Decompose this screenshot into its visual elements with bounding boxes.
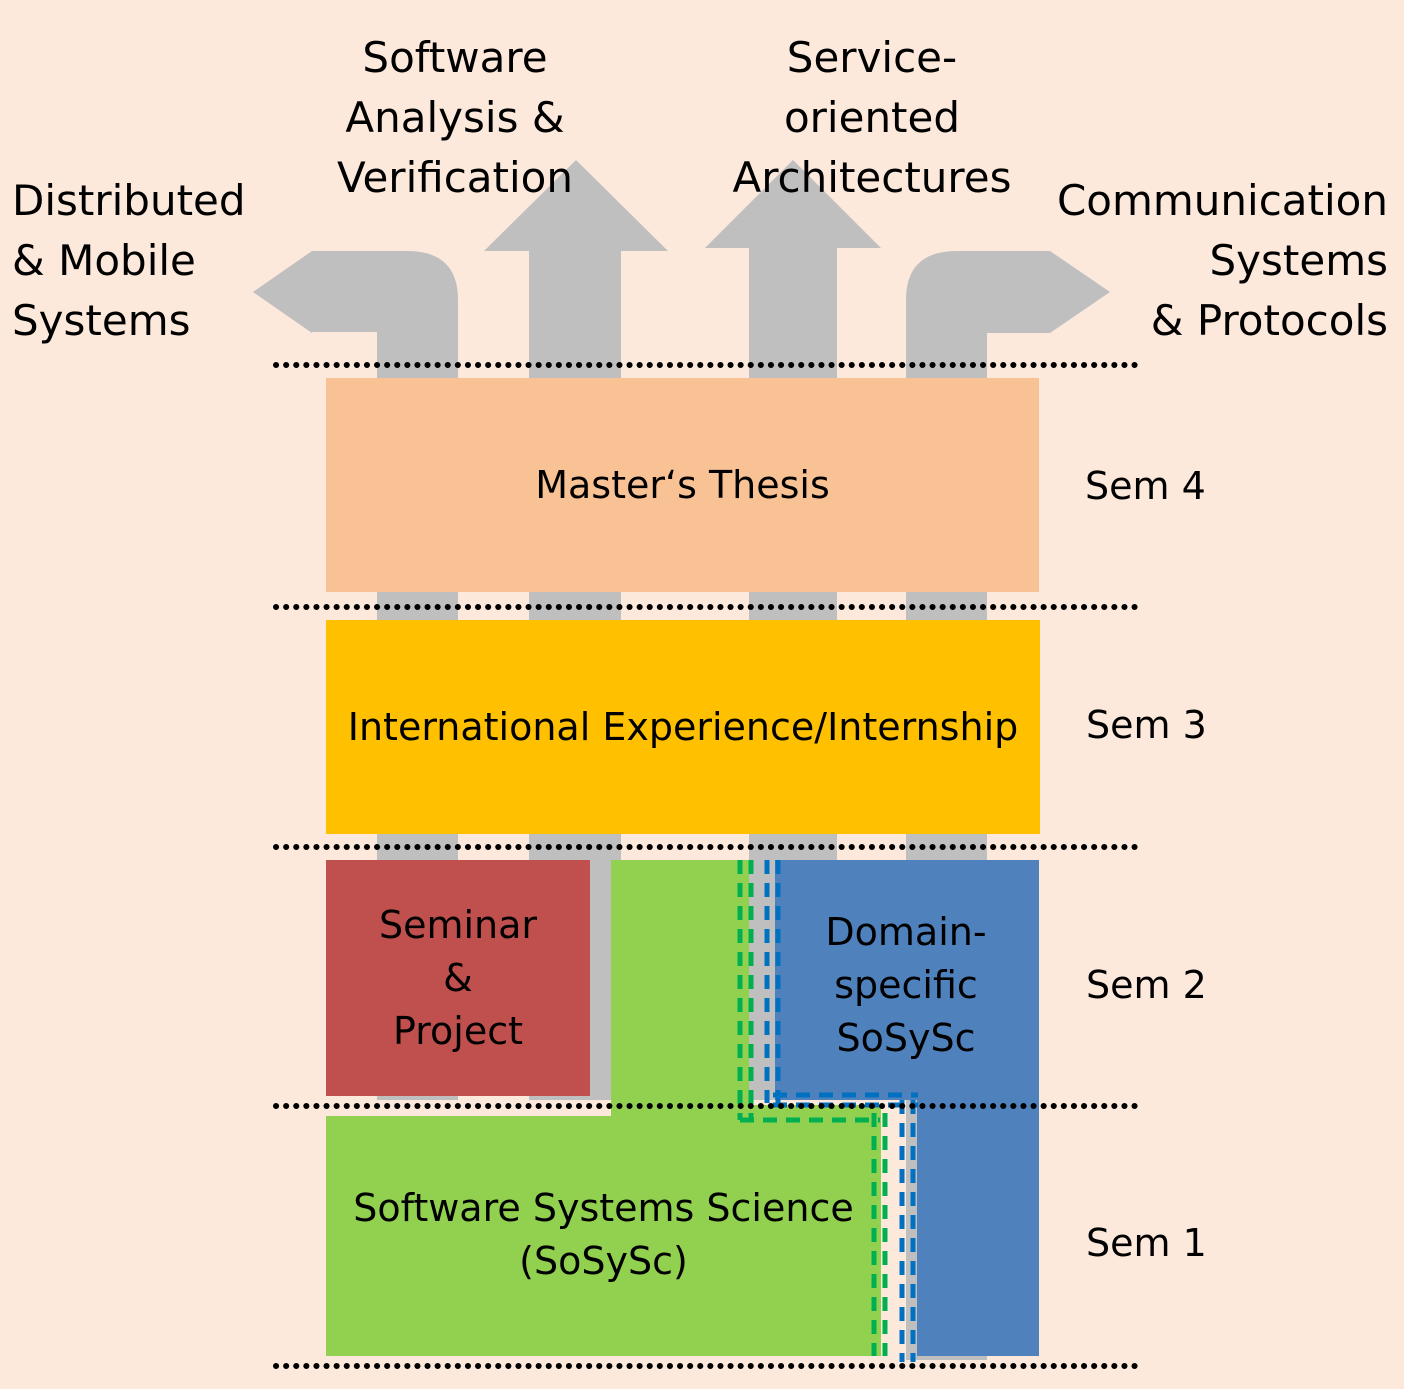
sem3-label: Sem 3 bbox=[1086, 703, 1207, 747]
sosysc-label: Software Systems Science (SoSySc) bbox=[353, 1186, 854, 1283]
international-box bbox=[326, 620, 1040, 834]
seminar-box bbox=[326, 860, 590, 1096]
label-service-oriented: Service-oriented Architectures bbox=[732, 33, 1012, 202]
green-dashed-boundary bbox=[737, 860, 888, 1356]
semester-separators bbox=[273, 362, 1144, 1369]
thesis-box bbox=[326, 378, 1039, 592]
international-label: International Experience/Internship bbox=[347, 704, 1019, 749]
label-software-analysis: Software Analysis & Verification bbox=[337, 33, 573, 202]
sem1-label: Sem 1 bbox=[1086, 1221, 1207, 1265]
thesis-label: Master‘s Thesis bbox=[535, 462, 830, 507]
seminar-label: Seminar & Project bbox=[378, 902, 538, 1053]
domain-blue-shape bbox=[775, 860, 1039, 1356]
label-communication-systems: Communication Systems & Protocols bbox=[1056, 176, 1388, 345]
label-distributed-mobile: Distributed & Mobile Systems bbox=[12, 176, 246, 345]
sem4-label: Sem 4 bbox=[1085, 464, 1206, 508]
domain-specific-label: Domain- specific SoSySc bbox=[825, 909, 987, 1060]
sem2-label: Sem 2 bbox=[1086, 963, 1207, 1007]
